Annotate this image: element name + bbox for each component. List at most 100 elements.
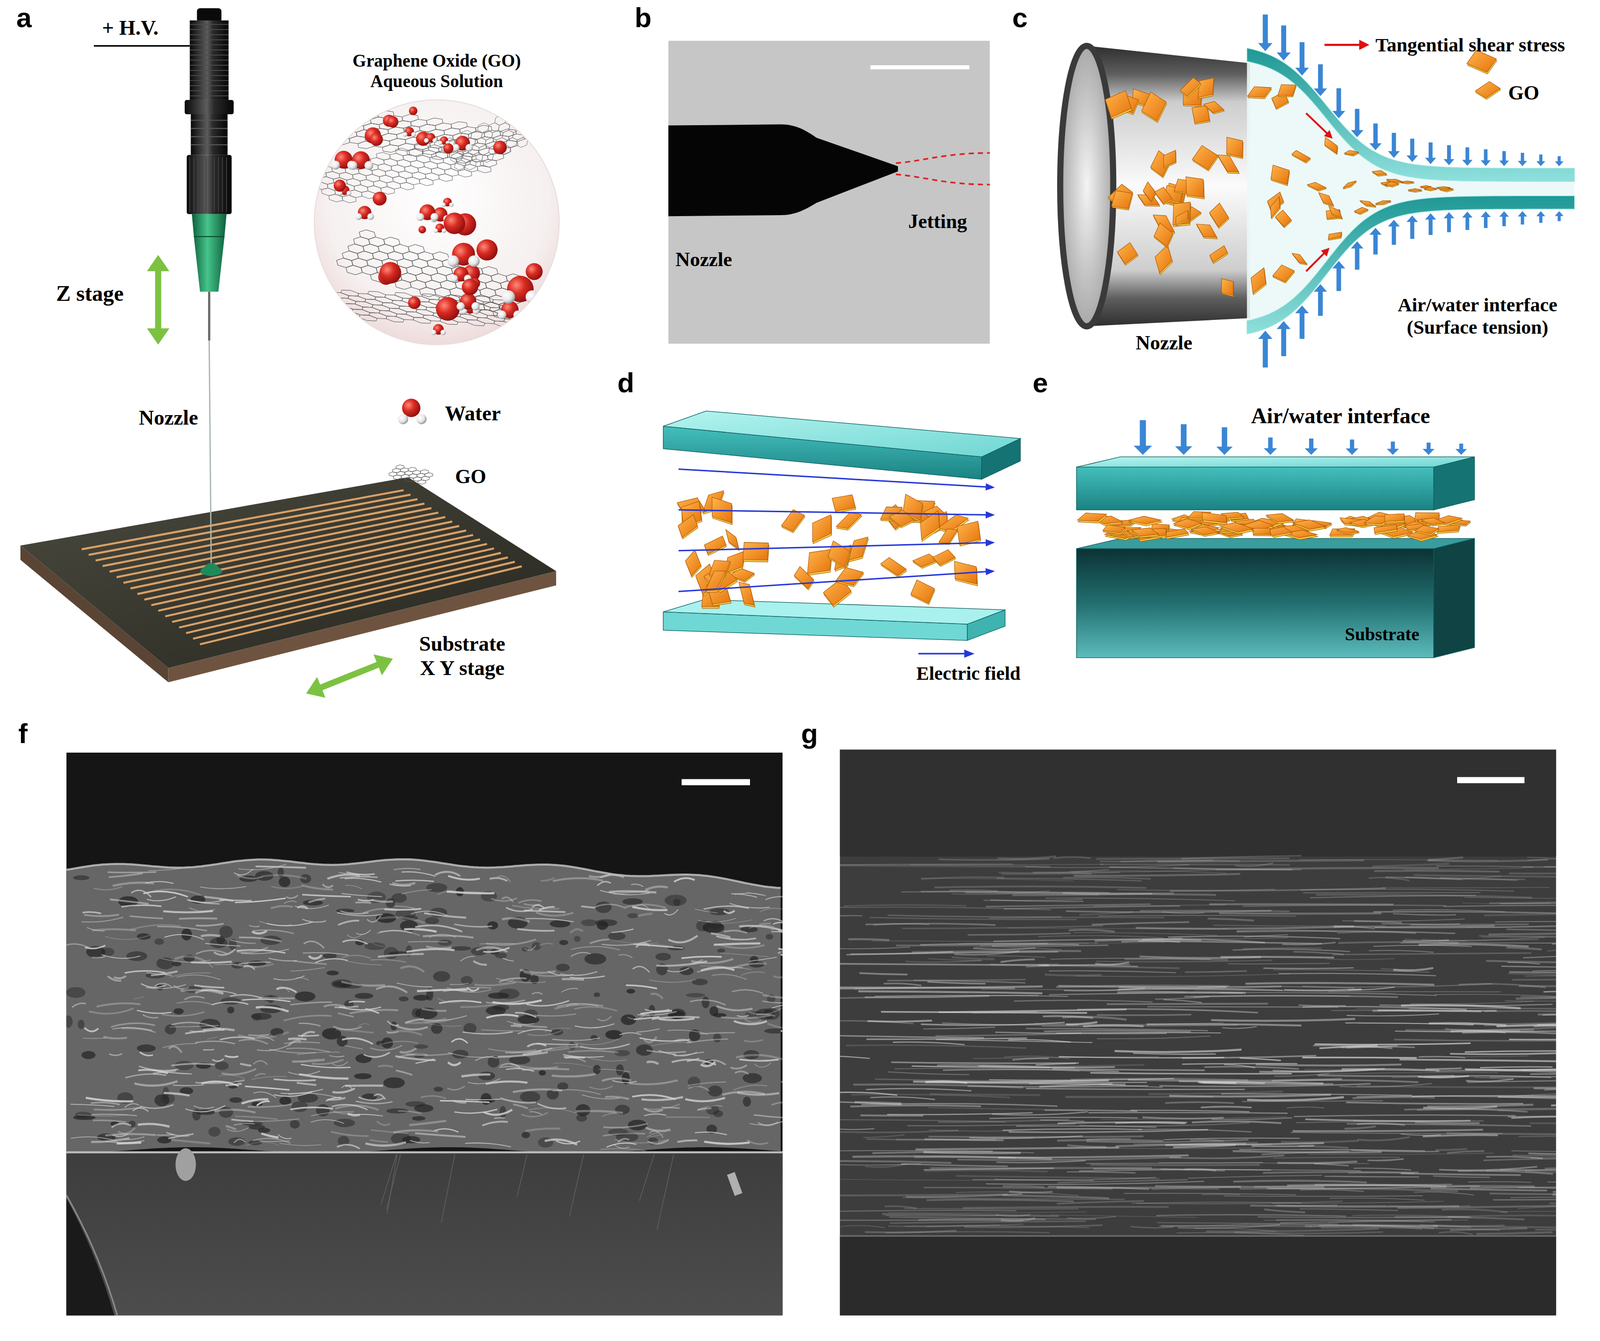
stacked-layer-streak xyxy=(1483,1159,1557,1161)
film-strand xyxy=(240,1063,251,1066)
film-strand xyxy=(395,880,434,882)
film-strand xyxy=(346,961,383,966)
film-strand xyxy=(454,1109,498,1114)
film-strand xyxy=(334,1006,359,1008)
go-platelet xyxy=(685,550,701,577)
stacked-layer-streak xyxy=(1372,864,1450,868)
film-pore xyxy=(557,1082,569,1091)
stacked-layer-streak xyxy=(1462,1032,1557,1036)
printed-line xyxy=(109,508,432,572)
film-pore xyxy=(411,1116,426,1122)
film-strand xyxy=(736,1015,749,1018)
film-pore xyxy=(326,970,340,976)
arrow-shaft xyxy=(1426,442,1431,450)
printed-line xyxy=(179,552,501,628)
stacked-layer-streak xyxy=(1418,944,1529,947)
film-strand xyxy=(300,1064,351,1069)
film-strand xyxy=(283,1042,320,1044)
film-strand xyxy=(612,1080,637,1084)
film-strand xyxy=(753,1115,783,1119)
water-oxygen xyxy=(493,140,508,155)
stacked-layer-streak xyxy=(882,1214,1060,1217)
water-hydrogen xyxy=(355,213,362,220)
film-pore xyxy=(620,1014,637,1026)
film-strand xyxy=(268,958,298,962)
film-strand xyxy=(112,882,155,887)
go-platelet xyxy=(1190,526,1219,535)
film-strand xyxy=(251,930,267,934)
arrow-head xyxy=(1386,449,1399,456)
go-platelet xyxy=(704,536,727,555)
arrow-shaft xyxy=(1354,109,1360,131)
film-strand xyxy=(329,1055,345,1058)
film-strand xyxy=(137,1010,172,1014)
stacked-layer-streak xyxy=(1314,1043,1471,1045)
go-platelet xyxy=(1278,84,1297,96)
arrow-shaft xyxy=(1262,14,1269,44)
film-pore xyxy=(750,956,759,964)
film-strand xyxy=(476,947,508,952)
film-edge xyxy=(66,859,781,889)
film-strand xyxy=(460,1003,501,1008)
surface-tension-arrow xyxy=(1313,284,1328,317)
panel-b-photo xyxy=(668,40,990,344)
film-strand xyxy=(292,1060,325,1062)
film-strand xyxy=(603,1123,648,1128)
go-platelet xyxy=(1375,200,1391,204)
stacked-layer-streak xyxy=(1038,936,1164,939)
film-strand xyxy=(580,1044,630,1050)
go-platelet xyxy=(1291,150,1311,162)
film-strand xyxy=(193,1106,215,1109)
film-strand xyxy=(737,1092,780,1096)
go-platelet xyxy=(1436,186,1451,189)
film-strand xyxy=(357,900,374,901)
nozzle-knurl xyxy=(213,157,215,213)
arrow-head xyxy=(1388,220,1400,227)
arrow-shaft xyxy=(1324,43,1360,46)
stacked-layer-streak xyxy=(1286,1107,1325,1109)
stacked-layer-streak xyxy=(1057,1140,1163,1142)
film-pore xyxy=(487,921,499,930)
film-pore xyxy=(220,997,241,1005)
go-platelet xyxy=(828,540,850,568)
arrow-head xyxy=(964,650,975,659)
shear-legend-arrow xyxy=(1324,40,1370,50)
film-strand xyxy=(310,1120,345,1124)
water-hydrogen xyxy=(423,138,429,143)
scale-bar xyxy=(681,779,750,786)
film-pore xyxy=(66,1015,73,1028)
arrow-shaft xyxy=(1309,438,1314,450)
film-pore xyxy=(355,1054,372,1064)
film-strand xyxy=(146,897,176,901)
film-pore xyxy=(405,1101,426,1108)
film-strand xyxy=(500,1098,537,1103)
film-pore xyxy=(219,926,233,939)
film-strand xyxy=(121,1028,153,1031)
film-strand xyxy=(765,896,783,900)
water-hydrogen xyxy=(497,310,507,320)
film-strand xyxy=(344,878,382,883)
arrow-head xyxy=(1369,143,1382,151)
film-strand xyxy=(401,889,432,894)
film-strand xyxy=(188,900,220,904)
film-strand xyxy=(525,1129,560,1132)
jet-outline xyxy=(895,174,990,185)
film-strand xyxy=(96,1003,141,1008)
printed-line xyxy=(186,557,509,634)
go-platelet xyxy=(880,557,907,576)
stacked-layer-streak xyxy=(1511,1150,1557,1153)
stacked-layer-streak xyxy=(1052,1148,1255,1150)
arrow-head xyxy=(373,654,393,676)
electric-field-line xyxy=(678,539,995,551)
film-strand xyxy=(180,990,224,995)
stacked-layer-streak xyxy=(865,923,996,926)
film-strand xyxy=(597,1016,612,1022)
film-strand xyxy=(129,916,163,920)
nozzle-groove xyxy=(190,120,228,121)
film-strand xyxy=(465,1143,512,1148)
film-strand xyxy=(406,949,455,953)
arrow-head xyxy=(1517,211,1528,217)
z-stage-arrow xyxy=(147,255,170,346)
film-strand xyxy=(723,930,748,934)
film-strand xyxy=(341,1085,352,1090)
